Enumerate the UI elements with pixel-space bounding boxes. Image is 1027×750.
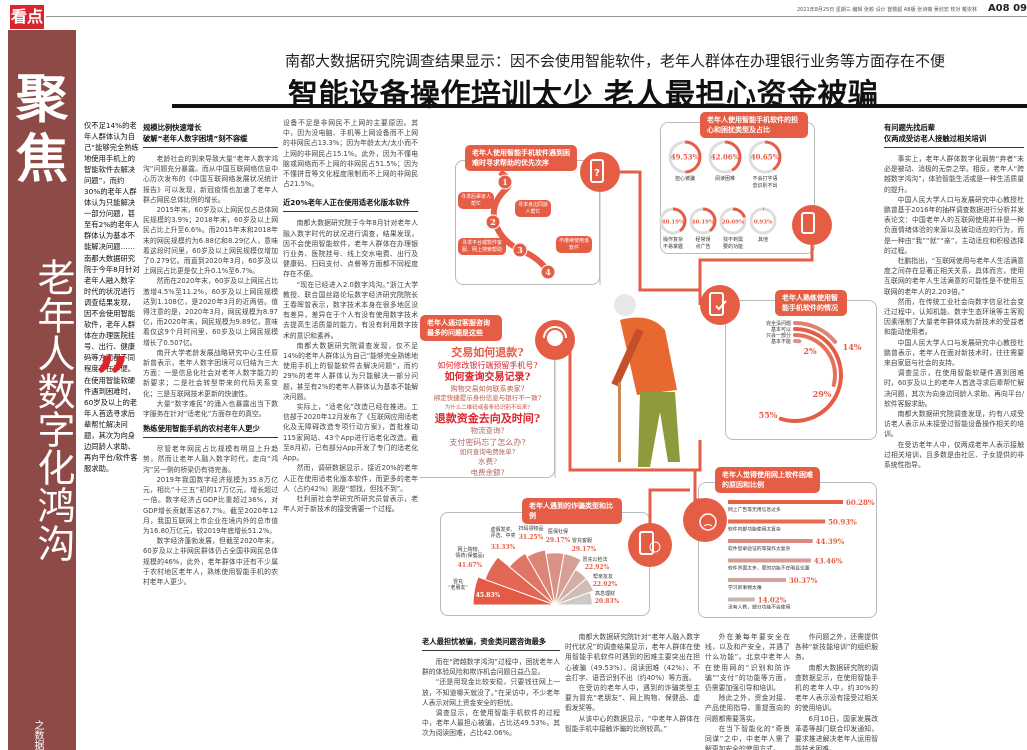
sidebar-vertical-title: 老年人数字化鸿沟 <box>31 258 75 562</box>
section-heading: 熟练使用智能手机的农村老年人更少 <box>143 423 278 439</box>
worry-box <box>660 122 815 254</box>
paragraph: 2019年我国数字经济规模为35.8万亿元，相比“十三五”初的17万亿元，增长超… <box>143 475 278 535</box>
article-column-1: 规模比例快速增长破解“老年人数字困境”刻不容缓 老龄社会的到来导致大量“老年人数… <box>143 118 278 750</box>
paragraph: 南开大学老龄发展战略研究中心主任原新曾表示，老年人数字困境可以归结为三大方面：一… <box>143 348 278 398</box>
paragraph: 设备不足是非网民不上网的主要原因。其中，因为没电脑、手机等上网设备而不上网的非网… <box>283 119 418 189</box>
heading-line: 仅两成受访老人接触过相关培训 <box>884 134 987 143</box>
section-heading: 近20%老年人正在使用适老化版本软件 <box>283 197 418 213</box>
service-question: 物流查询? <box>470 426 505 435</box>
dateline: 2021年8月25日 星期三 编辑 张蛟 设计 崔敬超 AB版 张诗璐 吴欣宏 … <box>796 7 977 13</box>
service-question: 如何修改银行端预留手机号? <box>437 361 538 370</box>
paragraph: 然而，调研数据显示，接近20%的老年人正在使用适老化版本软件，而更多的老年人（占… <box>283 464 418 493</box>
paragraph: 实际上，“适老化”改造已经在推进。工信部于2020年12月发布了《互联网应用适老… <box>283 403 418 463</box>
help-step-label-2: 寻求身边同龄人帮忙 <box>515 200 551 217</box>
service-question: 如何查询交易记录? <box>444 372 531 383</box>
article-column-4: 南都大数据研究院针对“老年人融入数字时代状况”的调查结果显示，老年人群体在使用智… <box>565 632 700 750</box>
paragraph: 中国人民大学人口与发展研究中心教授杜鹏曾表示，老年人在面对新技术时，往往需要来自… <box>884 338 1024 368</box>
service-question: 交易如何退款? <box>451 346 524 359</box>
paragraph: 老龄社会的到来导致大量“老年人数字鸿沟”问题充分暴露。而从中国互联网络信息中心历… <box>143 155 278 204</box>
intro-text: 仅不足14%的老年人群体认为自己“能够完全熟练地使用手机上的智能软件去解决问题”… <box>84 120 140 475</box>
worry-title: 老年人使用智能手机软件的担心和困扰类型及占比 <box>700 112 808 138</box>
paragraph: 调查显示，在使用智能软硬件遇到困难时，60岁及以上的老年人首选寻求后辈帮忙解决问… <box>884 369 1024 408</box>
service-question: 支付密码忘了怎么办? <box>449 437 526 447</box>
sidebar-big-2: 焦 <box>15 130 68 190</box>
paragraph: 然而，在传统工业社会向数字信息社会变迁过程中，认知机能、数字生态环境等主客观因素… <box>884 297 1024 337</box>
paragraph: 外在兼每年要安全在线，以及和产安全，并遇了什么功能”。北京中老年人在使用网的“识… <box>705 633 790 693</box>
section-heading: 老人最担忧被骗，资金类问题咨询最多 <box>422 636 560 651</box>
service-title: 老年人通过客服咨询最多的问题是这些 <box>420 315 502 341</box>
fraud-box <box>440 512 650 616</box>
header-rule <box>46 16 1027 17</box>
paragraph: 然而在2020年末，60岁及以上网民占比激增4.5%至11.2%，60岁及以上网… <box>143 277 278 347</box>
paragraph: “现在已经进入2.0数字鸿沟。”浙江大学教授、联合国丝路论坛数字经济研究院院长王… <box>283 280 418 340</box>
proficiency-title: 老年人熟练使用智能手机软件的情况 <box>775 290 847 316</box>
paragraph: 而在“跨越数字鸿沟”过程中，困扰老年人群的体验风险和欺诈机会问题日益凸显。 <box>422 658 560 677</box>
help-step-label-4: 不继续使用该软件 <box>556 236 592 253</box>
paragraph: 中国人民大学人口与发展研究中心教授杜鹏曾基于2016年的抽样调查数据进行分析并发… <box>884 195 1024 255</box>
paragraph: 尽管老年网民占比规模有明显上升趋势，然而让老年人融入数字时代，走向“鸿沟”另一侧… <box>143 445 278 474</box>
intro-p: 仅不足14%的老年人群体认为自己“能够完全熟练地使用手机上的智能软件去解决问题”… <box>84 121 140 251</box>
headline-subtitle: 南都大数据研究院调查结果显示：因不会使用智能软件，老年人群体在办理银行业务等方面… <box>285 52 946 70</box>
paragraph: 除此之外，资金对接、产品使用指导、重提面向的问题都需要落实。 <box>705 694 790 723</box>
headline-rule <box>172 104 1027 108</box>
service-question: 为什么二维码或者条码识别不出来? <box>444 404 531 411</box>
service-question: 退款资金去向及时间? <box>434 412 541 425</box>
paragraph: 南都大数据研究院的调查数据显示，在使用智能手机的老年人中，约30%的老年人表示没… <box>795 663 878 713</box>
paragraph: 6月10日，国家发展改革委等部门联合印发通知，要求推进解决老年人运用智能技术困难… <box>795 714 878 750</box>
paragraph: 作问题之外，还需提供各种“新技能培训”的组织服务。 <box>795 633 878 662</box>
paragraph: 南都大数据研究院调查发现，仅不足14%的老年人群体认为自己“能够完全熟练地使用手… <box>283 341 418 401</box>
article-column-6: 作问题之外，还需提供各种“新技能培训”的组织服务。 南都大数据研究院的调查数据显… <box>795 632 878 750</box>
connector-line <box>648 488 690 545</box>
paragraph: 大量“数字难民”的涌入也暴露出当下数字服务在针对“适老化”方面存在的真空。 <box>143 399 278 419</box>
paragraph: 在受访的老年人中，遇到的诈骗类型主要为冒充“老朋友”、网上购物、保健品、虚假发奖… <box>565 684 700 713</box>
heading-line: 规模比例快速增长 <box>143 123 202 132</box>
intro-p: 南都大数据研究院于今年8月针对老年人融入数字时代的状况进行调查结果发现，因不会使… <box>84 254 140 373</box>
article-column-2: 设备不足是非网民不上网的主要原因。其中，因为没电脑、手机等上网设备而不上网的非网… <box>283 118 418 750</box>
fraud-title: 老年人遇到的诈骗类型和比例 <box>522 498 622 524</box>
quote-mark-icon: ” <box>95 345 130 415</box>
heading-line: 破解“老年人数字困境”刻不容缓 <box>143 134 248 143</box>
article-column-3: 老人最担忧被骗，资金类问题咨询最多 而在“跨越数字鸿沟”过程中，困扰老年人群的体… <box>422 632 560 750</box>
help-order-title: 老年人使用智能手机软件遇到困难时寻求帮助的优先次序 <box>465 145 577 171</box>
paragraph: 2015年末，60岁及以上网民仅占总体网民规模的3.9%；2018年末，60岁及… <box>143 206 278 276</box>
article-column-5: 外在兼每年要安全在线，以及和产安全，并遇了什么功能”。北京中老年人在使用网的“识… <box>705 632 790 750</box>
sidebar-big-1: 聚 <box>15 70 68 130</box>
paragraph: 南都大数据研究院调查发现，约有八成受访老人表示从未接受过智能设备操作相关的培训。 <box>884 410 1024 439</box>
paragraph: 从该中心的数据显示，“中老年人群体在智能手机中接触诈骗的比例较高。” <box>565 714 700 733</box>
heading-line: 有问题先找后辈 <box>884 123 936 132</box>
difficulty-title: 老年人觉得使用网上软件困难的原因和比例 <box>715 467 820 493</box>
proficiency-box <box>725 300 877 440</box>
article-column-right: 有问题先找后辈仅两成受访老人接触过相关培训 事实上，老年人群体数字化弱势“弃者”… <box>884 118 1024 750</box>
connector-line <box>555 338 702 472</box>
service-question: 绑定快捷提示身份信息与银行不一致? <box>433 394 542 402</box>
help-order-box <box>455 160 600 285</box>
section-heading: 规模比例快速增长破解“老年人数字困境”刻不容缓 <box>143 122 278 148</box>
sidebar-band: 聚 焦 老年人数字化鸿沟 之数据 <box>8 30 76 750</box>
paragraph: “还是用现金比较安稳，只要钱往网上一放，不知道哪天就没了。”在采访中，不少老年人… <box>422 678 560 707</box>
paragraph: 南都大数据研究院针对“老年人融入数字时代状况”的调查结果显示，老年人群体在使用智… <box>565 633 700 682</box>
elderly-man-illustration <box>611 294 680 467</box>
service-question: 电费余额? <box>470 467 505 477</box>
sidebar-suffix: 之数据 <box>32 720 43 750</box>
paragraph: 在受访老年人中，仅两成老年人表示接触过相关培训，且多数是由社区、子女提供的非系统… <box>884 440 1024 470</box>
service-question: 水费? <box>477 457 498 466</box>
paragraph: 数字经济蓬勃发展，但截至2020年末，60岁及以上非网民群体仍占全国非网民总体规… <box>143 537 278 586</box>
paragraph: 南都大数据研究院于今年8月针对老年人融入数字时代的状况进行调查，结果发现，因不会… <box>283 219 418 279</box>
section-heading: 有问题先找后辈仅两成受访老人接触过相关培训 <box>884 122 1024 148</box>
service-question: 购物交易如何联系卖家? <box>450 385 525 393</box>
paragraph: 调查显示，在使用智能手机软件的过程中，老年人最担心被骗，占比达49.53%，其次… <box>422 709 560 738</box>
paragraph: 杜鹏指出，“互联网使用与老年人生活满意度之间存在显著正相关关系，具体而言，使用互… <box>884 257 1024 296</box>
help-step-label-3: 寻求平台或软件客服、网上搜索帮助 <box>458 238 506 255</box>
service-question: 如何查询电费账单? <box>459 447 516 456</box>
intro-p: 在使用智能软硬件遇到困难时，60岁及以上的老年人首选寻求后辈帮忙解决问题，其次为… <box>84 376 138 473</box>
question-list: 交易如何退款? 如何修改银行端预留手机号? 如何查询交易记录? 购物交易如何联系卖家?… <box>420 346 555 478</box>
page-number: A08 09 <box>987 3 1027 14</box>
section-label: 看点 <box>10 5 44 29</box>
help-step-label-1: 寻求后辈家人帮忙 <box>458 192 494 209</box>
difficulty-box <box>698 482 877 618</box>
paragraph: 事实上，老年人群体数字化弱势“弃者”未必是被动、消极的无奈之举。相反，老年人“跨… <box>884 155 1024 194</box>
paragraph: 杜利丽社会学研究所研究员曾表示，老年人对于新技术的接受需要一个过程。 <box>283 494 418 514</box>
paragraph: 在当下智能化的“奇景同谋”之中，中老年人需了解更加安全的使用方式。 <box>705 724 790 750</box>
